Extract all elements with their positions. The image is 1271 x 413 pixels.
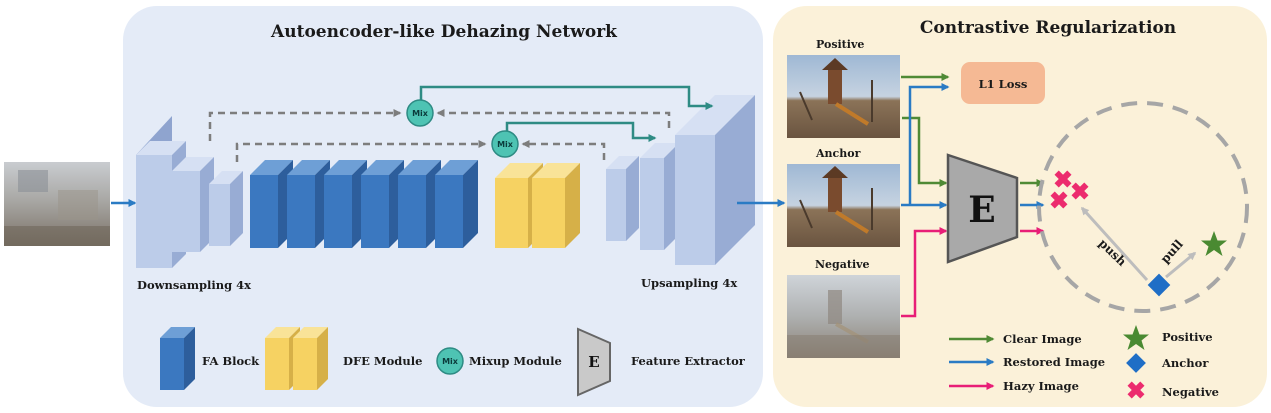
mix-module-upper: Mix — [406, 99, 434, 127]
downsampling-label: Downsampling 4x — [137, 278, 251, 292]
legend-positive-label: Positive — [1162, 330, 1213, 344]
input-hazy-image — [4, 162, 110, 246]
legend-dfe-module-label: DFE Module — [343, 354, 422, 368]
legend-restored-label: Restored Image — [1003, 355, 1105, 369]
restored-image-paths — [901, 83, 1045, 209]
feature-extractor: E — [946, 153, 1019, 264]
dashed-skip-paths — [208, 109, 671, 162]
fa-block — [324, 160, 367, 248]
legend-mixup-label: Mixup Module — [469, 354, 562, 368]
anchor-label: Anchor — [815, 147, 861, 160]
embedding-space-circle — [1037, 101, 1249, 313]
upsampling-blocks — [606, 95, 755, 265]
legend-fa-block-icon — [160, 327, 195, 390]
negative-marks — [1050, 170, 1089, 209]
fa-block — [398, 160, 441, 248]
downsampling-blocks — [136, 116, 243, 268]
legend-positive-star — [1123, 325, 1149, 350]
legend-feature-extractor-icon: E — [577, 327, 611, 397]
svg-text:Mix: Mix — [412, 109, 429, 118]
legend-clear-label: Clear Image — [1003, 332, 1082, 346]
fa-block — [287, 160, 330, 248]
anchor-mark — [1147, 273, 1171, 297]
legend-anchor-diamond — [1126, 353, 1146, 373]
svg-text:Mix: Mix — [442, 357, 459, 366]
legend-dfe-module-icon — [265, 327, 328, 390]
negative-label: Negative — [815, 258, 870, 271]
fa-blocks — [250, 160, 478, 248]
svg-text:E: E — [968, 189, 995, 231]
negative-image — [787, 275, 900, 358]
legend-fa-block-label: FA Block — [202, 354, 260, 368]
anchor-image — [787, 164, 900, 247]
legend-anchor-label: Anchor — [1161, 356, 1209, 370]
positive-label: Positive — [816, 38, 864, 51]
fa-block — [250, 160, 293, 248]
legend-feature-extractor-label: Feature Extractor — [631, 354, 746, 368]
left-panel-title: Autoencoder-like Dehazing Network — [270, 22, 618, 42]
positive-mark — [1201, 231, 1227, 256]
svg-text:E: E — [588, 353, 599, 371]
l1-loss-box: L1 Loss — [961, 62, 1045, 104]
fa-block — [361, 160, 404, 248]
mix-module-lower: Mix — [491, 130, 519, 158]
svg-text:Mix: Mix — [497, 140, 514, 149]
legend-hazy-label: Hazy Image — [1003, 379, 1079, 393]
positive-image — [787, 55, 900, 138]
push-arrow — [1080, 206, 1149, 282]
legend-negative-cross — [1127, 381, 1145, 399]
hazy-image-paths — [901, 227, 1045, 318]
legend-negative-label: Negative — [1162, 385, 1219, 399]
right-panel-title: Contrastive Regularization — [920, 18, 1176, 38]
dfe-modules — [495, 163, 580, 248]
fa-block — [435, 160, 478, 248]
svg-text:L1 Loss: L1 Loss — [979, 77, 1028, 91]
mix-output-paths — [419, 85, 714, 142]
pull-arrow — [1165, 251, 1197, 279]
upsampling-label: Upsampling 4x — [641, 276, 737, 290]
legend-mixup-icon: Mix — [436, 347, 464, 375]
